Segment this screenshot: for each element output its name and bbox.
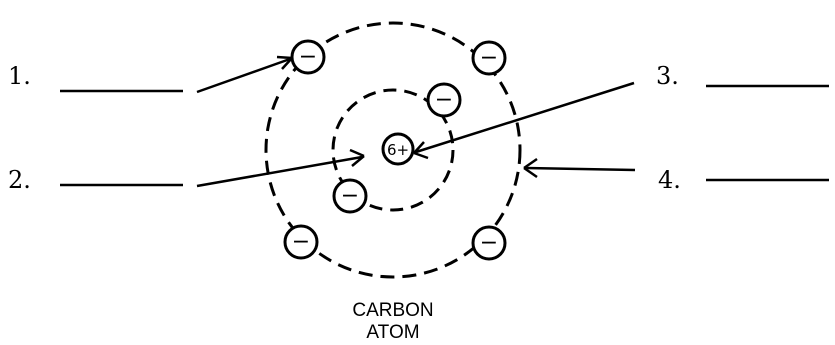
electron: − [290, 39, 326, 75]
arrowhead-icon [276, 55, 293, 70]
label-1-number: 1. [8, 62, 31, 90]
electron: − [471, 40, 507, 76]
electron: − [332, 178, 368, 214]
electron: − [426, 82, 462, 118]
arrowhead-icon [349, 148, 365, 167]
inner-orbit [331, 88, 455, 212]
caption-line-2: ATOM [366, 322, 419, 343]
svg-text:−: − [480, 231, 498, 256]
label-2-pointer [196, 155, 363, 188]
electron: − [283, 224, 319, 260]
label-4-pointer [525, 166, 636, 172]
arrowhead-icon [413, 141, 429, 160]
svg-text:−: − [292, 230, 310, 255]
label-3-pointer [415, 81, 635, 154]
label-4-number: 4. [658, 166, 681, 194]
arrowhead-icon [523, 157, 538, 179]
svg-text:−: − [480, 46, 498, 71]
svg-text:−: − [341, 184, 359, 209]
label-2-number: 2. [8, 166, 31, 194]
svg-text:−: − [435, 88, 453, 113]
caption-line-1: CARBON [352, 300, 433, 321]
label-1-pointer [196, 57, 291, 94]
electron: − [471, 225, 507, 261]
label-3-number: 3. [656, 62, 679, 90]
nucleus-charge-label: 6+ [387, 141, 409, 159]
nucleus: 6+ [381, 132, 415, 166]
svg-text:−: − [299, 45, 317, 70]
outer-orbit [264, 21, 522, 279]
